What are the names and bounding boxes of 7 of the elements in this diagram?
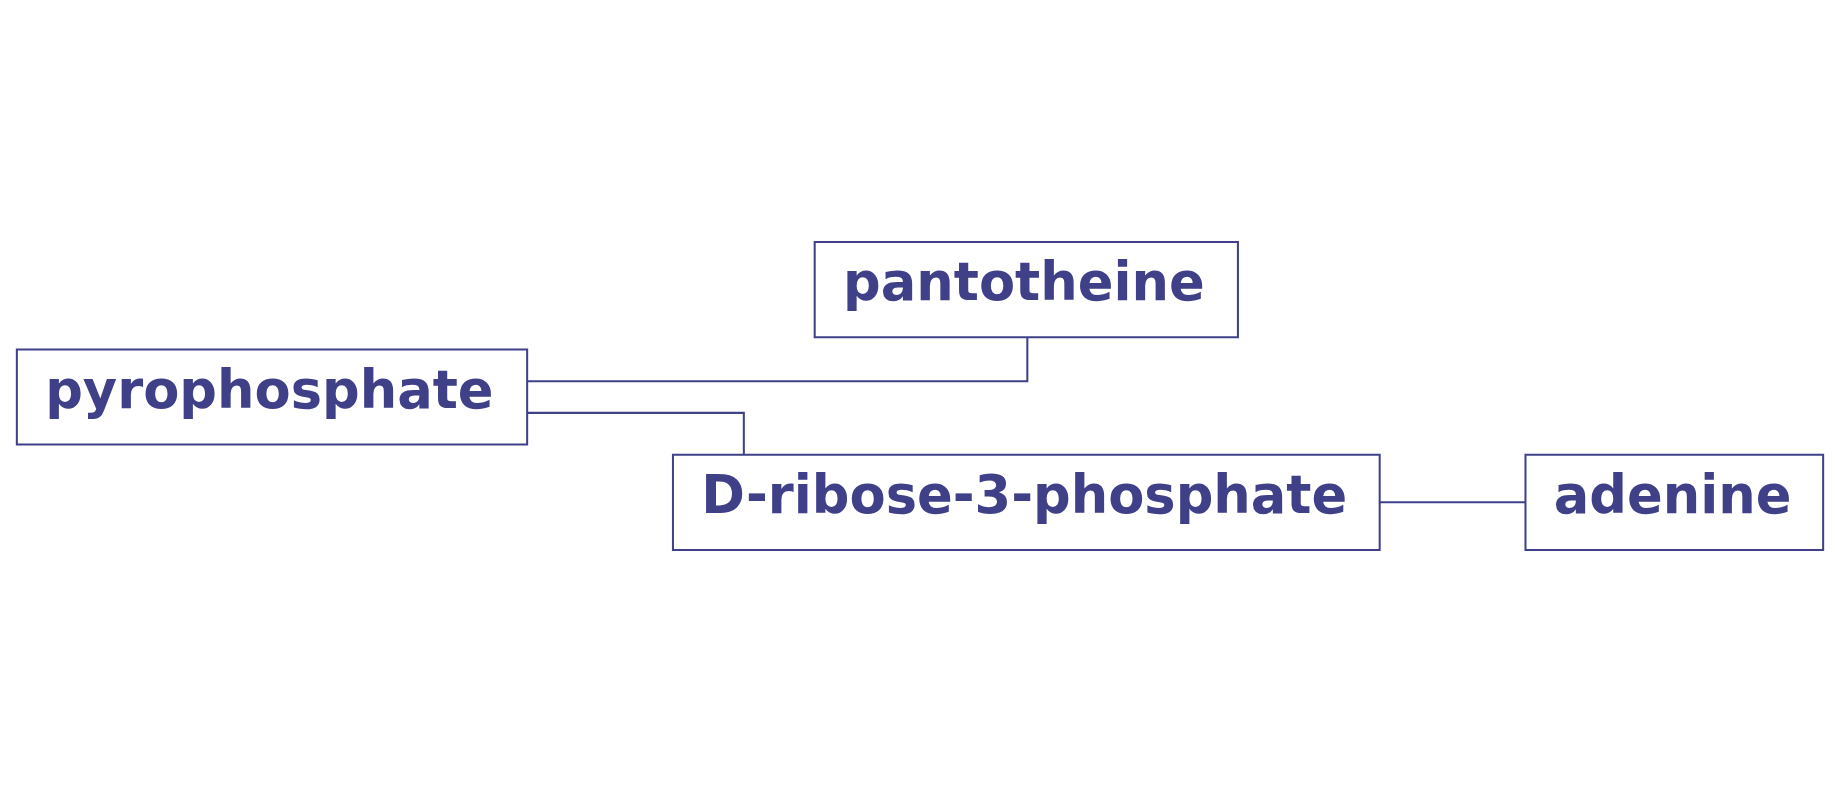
node-box: adenine: [1524, 453, 1825, 551]
node-box: pyrophosphate: [15, 347, 529, 446]
connector: [527, 337, 1029, 382]
node-box: pantotheine: [813, 240, 1239, 338]
connector: [527, 411, 745, 454]
connector: [1379, 500, 1526, 503]
node-box: D-ribose-3-phosphate: [671, 453, 1381, 551]
